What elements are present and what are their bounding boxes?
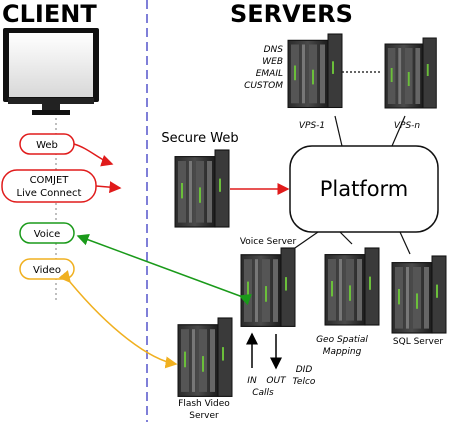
svg-text:WEB: WEB xyxy=(262,57,283,67)
client-comjet[interactable]: COMJET Live Connect xyxy=(1,169,97,203)
client-video-label: Video xyxy=(33,265,61,276)
client-web-label: Web xyxy=(36,140,58,151)
secure-web-label: Secure Web xyxy=(161,131,238,146)
telco-label: Telco xyxy=(293,377,316,387)
comjet-to-secure-web-link xyxy=(95,181,122,194)
vps-1-label: VPS-1 xyxy=(299,121,325,131)
platform-links xyxy=(291,115,411,255)
secure-web-server xyxy=(174,149,230,228)
flash-video-label-1: Flash Video xyxy=(178,399,230,409)
voice-server xyxy=(240,247,296,327)
voice-link xyxy=(76,234,252,306)
client-voice[interactable]: Voice xyxy=(19,222,75,244)
client-header: CLIENT xyxy=(2,0,97,28)
calls-label: Calls xyxy=(252,388,274,398)
flash-video-server xyxy=(177,317,233,397)
flash-video-label-2: Server xyxy=(189,411,219,421)
platform-label: Platform xyxy=(320,177,409,201)
svg-text:EMAIL: EMAIL xyxy=(256,69,283,79)
client-comjet-label: COMJET xyxy=(30,175,70,186)
svg-text:CUSTOM: CUSTOM xyxy=(244,81,283,91)
out-label: OUT xyxy=(266,376,287,386)
servers-header: SERVERS xyxy=(230,0,353,28)
client-web[interactable]: Web xyxy=(19,133,75,155)
geo-spatial-label-1: Geo Spatial xyxy=(316,335,368,345)
client-voice-label: Voice xyxy=(34,229,61,240)
geo-spatial-label-2: Mapping xyxy=(323,347,362,357)
voice-server-label: Voice Server xyxy=(240,237,297,247)
vps-n-server xyxy=(384,37,437,109)
vps-services-label: DNS WEB EMAIL CUSTOM xyxy=(244,45,283,91)
vps-1-server xyxy=(287,33,343,109)
sql-server xyxy=(391,255,447,334)
client-liveconnect-label: Live Connect xyxy=(17,188,82,199)
video-link xyxy=(58,270,178,369)
client-video[interactable]: Video xyxy=(19,258,75,280)
web-to-secure-web-link xyxy=(73,143,114,167)
platform-node: Platform xyxy=(289,145,439,233)
svg-text:DNS: DNS xyxy=(264,45,284,55)
geo-spatial-server xyxy=(324,247,380,326)
in-label: IN xyxy=(247,376,257,386)
vps-n-label: VPS-n xyxy=(394,121,421,131)
monitor-icon xyxy=(3,28,99,115)
did-label: DID xyxy=(296,365,313,375)
sql-server-label: SQL Server xyxy=(393,337,443,347)
